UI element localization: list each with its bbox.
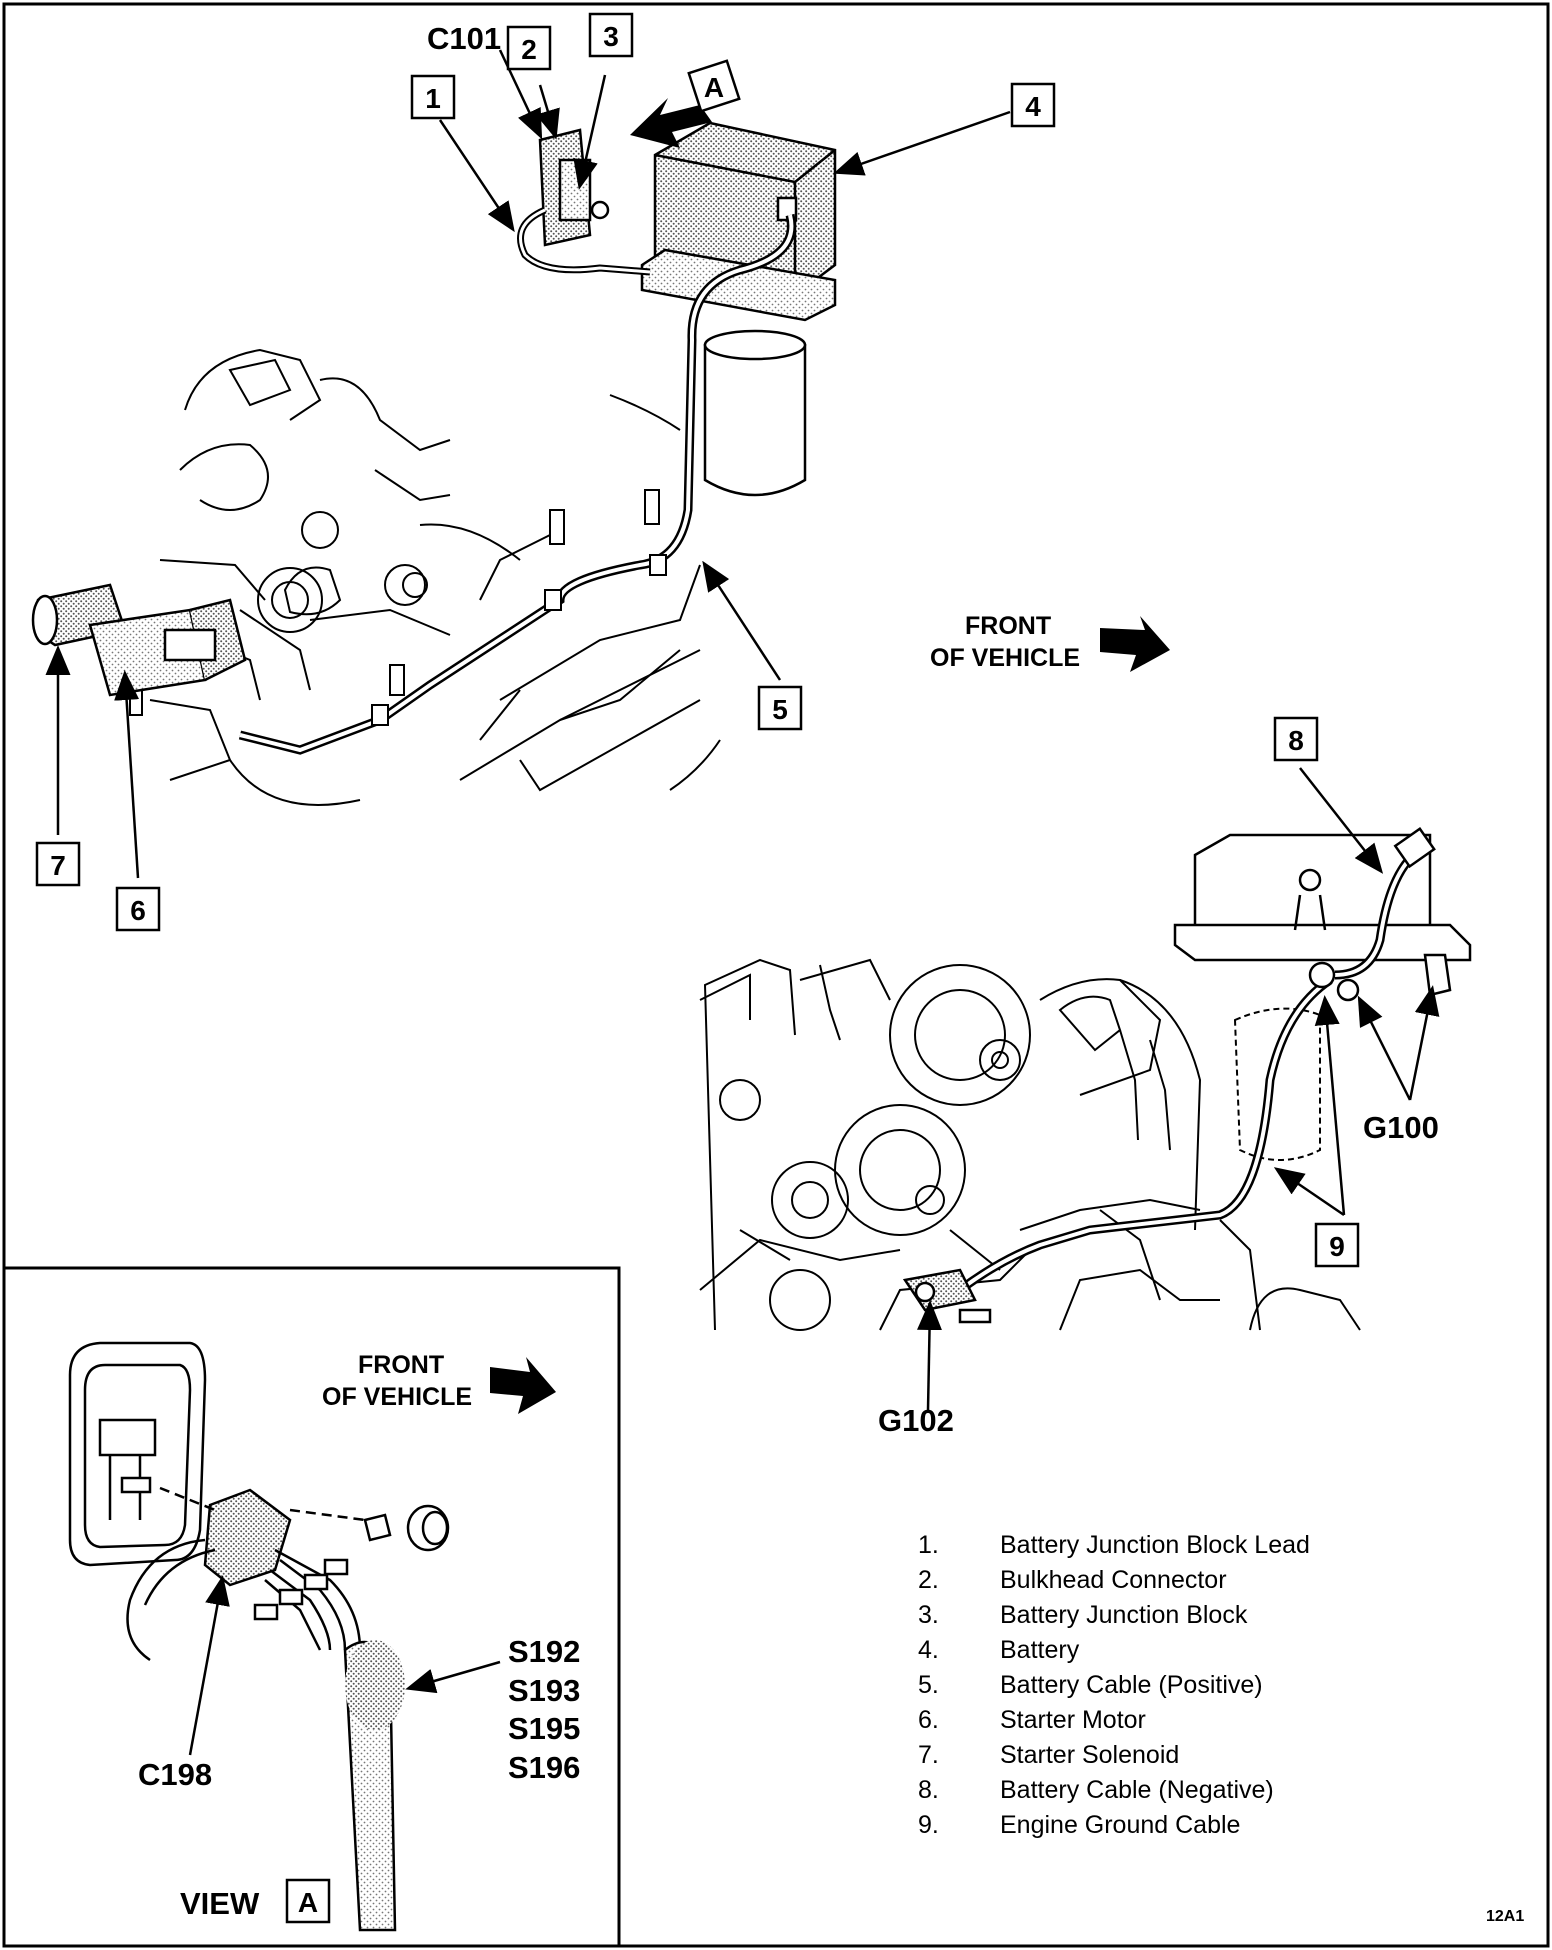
label-splice-s195: S195 <box>508 1711 580 1746</box>
label-g102: G102 <box>878 1403 954 1438</box>
svg-text:9: 9 <box>1329 1231 1345 1262</box>
svg-text:7: 7 <box>50 850 66 881</box>
callout-5: 5 <box>757 685 803 731</box>
svg-text:5: 5 <box>772 694 788 725</box>
svg-text:3: 3 <box>603 21 619 52</box>
svg-text:A: A <box>704 72 724 103</box>
label-c101: C101 <box>427 21 501 56</box>
front-label-top-line1: FRONT <box>965 612 1051 640</box>
legend-item: 2.Bulkhead Connector <box>918 1566 1227 1594</box>
callout-1: 1 <box>410 74 456 120</box>
engine-block-sketch <box>149 348 721 806</box>
harness-wires <box>126 1538 362 1662</box>
front-label-inset-line1: FRONT <box>358 1351 444 1379</box>
label-splice-s196: S196 <box>508 1750 580 1785</box>
front-label-top-line2: OF VEHICLE <box>930 644 1080 672</box>
callout-8: 8 <box>1273 716 1319 762</box>
legend-item: 7.Starter Solenoid <box>918 1741 1180 1769</box>
svg-text:4: 4 <box>1025 91 1041 122</box>
callout-view-a: A <box>687 59 741 113</box>
legend-item: 4.Battery <box>918 1636 1080 1664</box>
label-splice-s193: S193 <box>508 1673 580 1708</box>
legend-item: 9.Engine Ground Cable <box>918 1811 1241 1839</box>
connector-hardware <box>159 1486 450 1552</box>
junction-block-3 <box>538 128 610 247</box>
battery-canister <box>703 329 807 497</box>
component-legend: 1.Battery Junction Block Lead 2.Bulkhead… <box>910 1528 1470 1843</box>
view-a-caption: VIEW A <box>180 1878 331 1924</box>
label-g100: G100 <box>1363 1110 1439 1145</box>
svg-text:A: A <box>298 1887 318 1918</box>
engine-front-sketch <box>699 958 1361 1331</box>
legend-item: 6.Starter Motor <box>918 1706 1146 1734</box>
callout-9: 9 <box>1314 1222 1360 1268</box>
ground-lugs-g100 <box>1308 953 1452 1002</box>
view-a-arrow-icon <box>630 98 712 148</box>
splice-tape-wrap <box>343 1640 405 1932</box>
label-c198: C198 <box>138 1757 212 1792</box>
callout-2: 2 <box>506 25 552 71</box>
legend-item: 5.Battery Cable (Positive) <box>918 1671 1263 1699</box>
bulkhead-plate <box>68 1341 207 1567</box>
battery-canister-right <box>1233 1007 1321 1161</box>
front-of-vehicle-indicator-top: FRONT OF VEHICLE <box>930 612 1170 672</box>
callout-6: 6 <box>115 886 161 932</box>
front-of-vehicle-indicator-inset: FRONT OF VEHICLE <box>322 1351 556 1414</box>
callout-7: 7 <box>35 841 81 887</box>
front-arrow-inset-icon <box>490 1357 556 1414</box>
connector-c198-body <box>203 1488 292 1587</box>
ground-lug-g102 <box>902 1268 992 1324</box>
engine-ground-cable-9 <box>957 976 1333 1294</box>
legend-item: 1.Battery Junction Block Lead <box>918 1531 1310 1559</box>
svg-text:6: 6 <box>130 895 146 926</box>
svg-text:2: 2 <box>521 34 537 65</box>
callout-3: 3 <box>588 12 634 58</box>
legend-item: 8.Battery Cable (Negative) <box>918 1776 1274 1804</box>
battery-4 <box>640 121 837 322</box>
negative-terminal <box>1393 827 1436 869</box>
legend-item: 3.Battery Junction Block <box>918 1601 1248 1629</box>
label-splice-s192: S192 <box>508 1634 580 1669</box>
leader-lines <box>45 49 1440 1756</box>
front-arrow-top-icon <box>1100 616 1170 672</box>
svg-text:1: 1 <box>425 83 441 114</box>
svg-text:VIEW: VIEW <box>180 1886 260 1921</box>
svg-text:8: 8 <box>1288 725 1304 756</box>
front-label-inset-line2: OF VEHICLE <box>322 1383 472 1411</box>
figure-id: 12A1 <box>1486 1908 1525 1925</box>
callout-4: 4 <box>1010 82 1056 128</box>
